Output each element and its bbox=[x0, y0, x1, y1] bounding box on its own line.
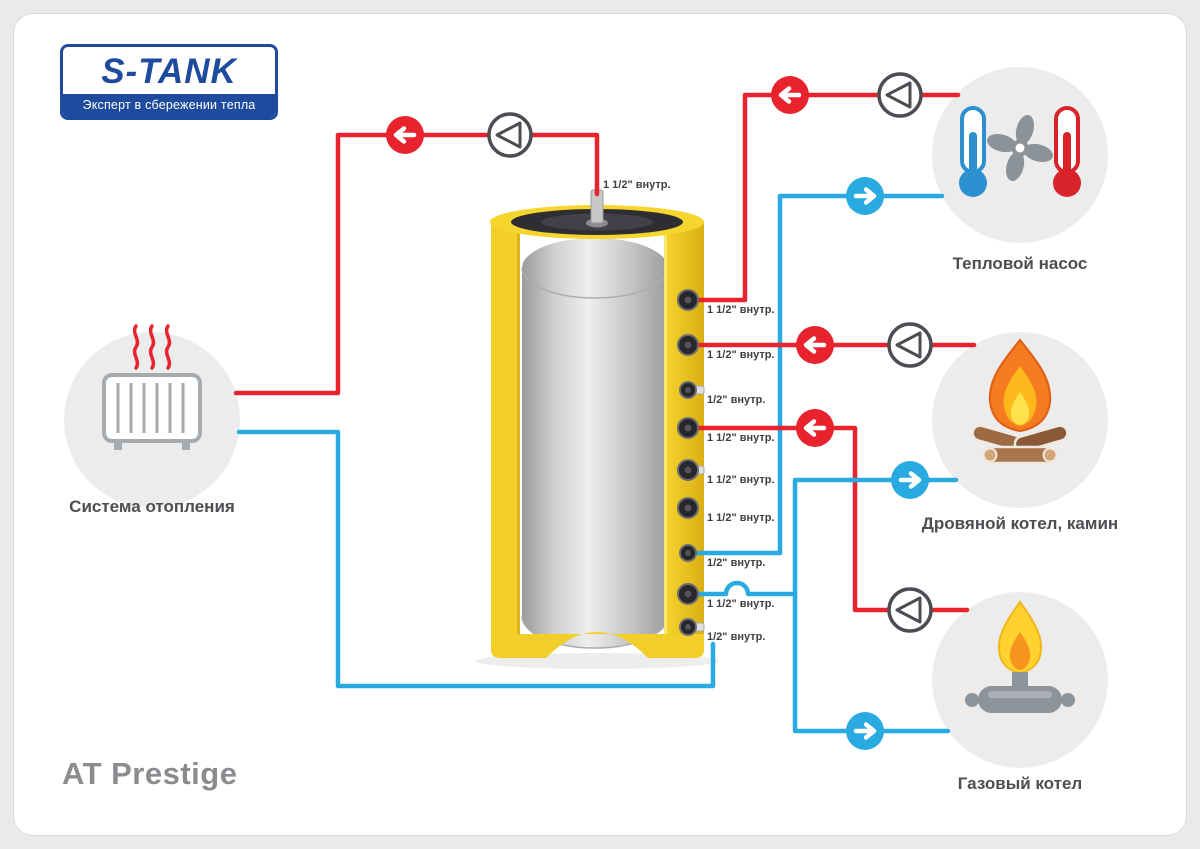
tank-top-port-label: 1 1/2" внутр. bbox=[603, 179, 671, 191]
tank-inner-bottom-dome bbox=[522, 584, 668, 648]
wood-boiler-label: Дровяной котел, камин bbox=[921, 514, 1119, 533]
heat-pump-label: Тепловой насос bbox=[952, 254, 1088, 273]
tank-weld-seam-bottom bbox=[521, 615, 669, 649]
port-label-7: 1/2" внутр. bbox=[707, 557, 766, 569]
model-name: AT Prestige bbox=[62, 756, 238, 791]
cold-flow-arrow-icon bbox=[891, 461, 929, 499]
brand-logo-title: S-TANK bbox=[101, 52, 237, 91]
tank-insulation-left-wall bbox=[491, 222, 520, 650]
heat-pump-icon bbox=[959, 106, 1081, 197]
radiator-icon bbox=[102, 324, 202, 450]
hot-flow-arrow-icon bbox=[386, 116, 424, 154]
pipe-hot-heating-system bbox=[233, 132, 600, 396]
tank-insulation-left-edge bbox=[517, 222, 520, 650]
heating-system-label: Система отопления bbox=[69, 497, 235, 516]
pumps bbox=[487, 72, 933, 633]
tank-ports bbox=[677, 289, 705, 636]
port-label-9: 1/2" внутр. bbox=[707, 631, 766, 643]
wood-fire-icon bbox=[971, 338, 1069, 465]
port-label-4: 1 1/2" внутр. bbox=[707, 432, 775, 444]
gas-burner-icon bbox=[965, 600, 1075, 713]
gas-boiler-label: Газовый котел bbox=[957, 774, 1083, 793]
tank-skirt bbox=[491, 632, 704, 658]
port-label-8: 1 1/2" внутр. bbox=[707, 598, 775, 610]
port-label-2: 1 1/2" внутр. bbox=[707, 349, 775, 361]
brand-logo-tagline: Эксперт в сбережении тепла bbox=[63, 94, 275, 117]
pipe-hot-heat-pump bbox=[685, 92, 961, 303]
pipes bbox=[233, 92, 977, 734]
hot-flow-arrow-icon bbox=[796, 409, 834, 447]
brand-logo: S-TANK Эксперт в сбережении тепла bbox=[60, 44, 278, 120]
cold-flow-arrow-icon bbox=[846, 177, 884, 215]
pipe-cold-heat-pump bbox=[685, 193, 945, 556]
port-label-1: 1 1/2" внутр. bbox=[707, 304, 775, 316]
hot-flow-arrow-icon bbox=[796, 326, 834, 364]
pump-icon bbox=[887, 587, 933, 633]
pipe-cold-gas-boiler bbox=[792, 591, 951, 734]
cold-flow-arrow-icon bbox=[846, 712, 884, 750]
hot-flow-arrow-icon bbox=[771, 76, 809, 114]
tank-inner-body bbox=[522, 268, 668, 616]
buffer-tank bbox=[475, 189, 719, 669]
port-circles bbox=[677, 289, 699, 636]
pump-icon bbox=[887, 322, 933, 368]
pump-icon bbox=[877, 72, 923, 118]
flow-badges bbox=[386, 76, 929, 750]
pump-icon bbox=[487, 112, 533, 158]
tank-insulation-right-edge bbox=[664, 222, 667, 650]
port-label-6: 1 1/2" внутр. bbox=[707, 512, 775, 524]
fan-icon bbox=[986, 114, 1054, 182]
port-label-3: 1/2" внутр. bbox=[707, 394, 766, 406]
pipe-cold-heating-system bbox=[236, 429, 716, 689]
tank-weld-seam-top bbox=[521, 267, 669, 299]
pipe-cold-wood-boiler bbox=[685, 477, 959, 597]
port-label-5: 1 1/2" внутр. bbox=[707, 474, 775, 486]
